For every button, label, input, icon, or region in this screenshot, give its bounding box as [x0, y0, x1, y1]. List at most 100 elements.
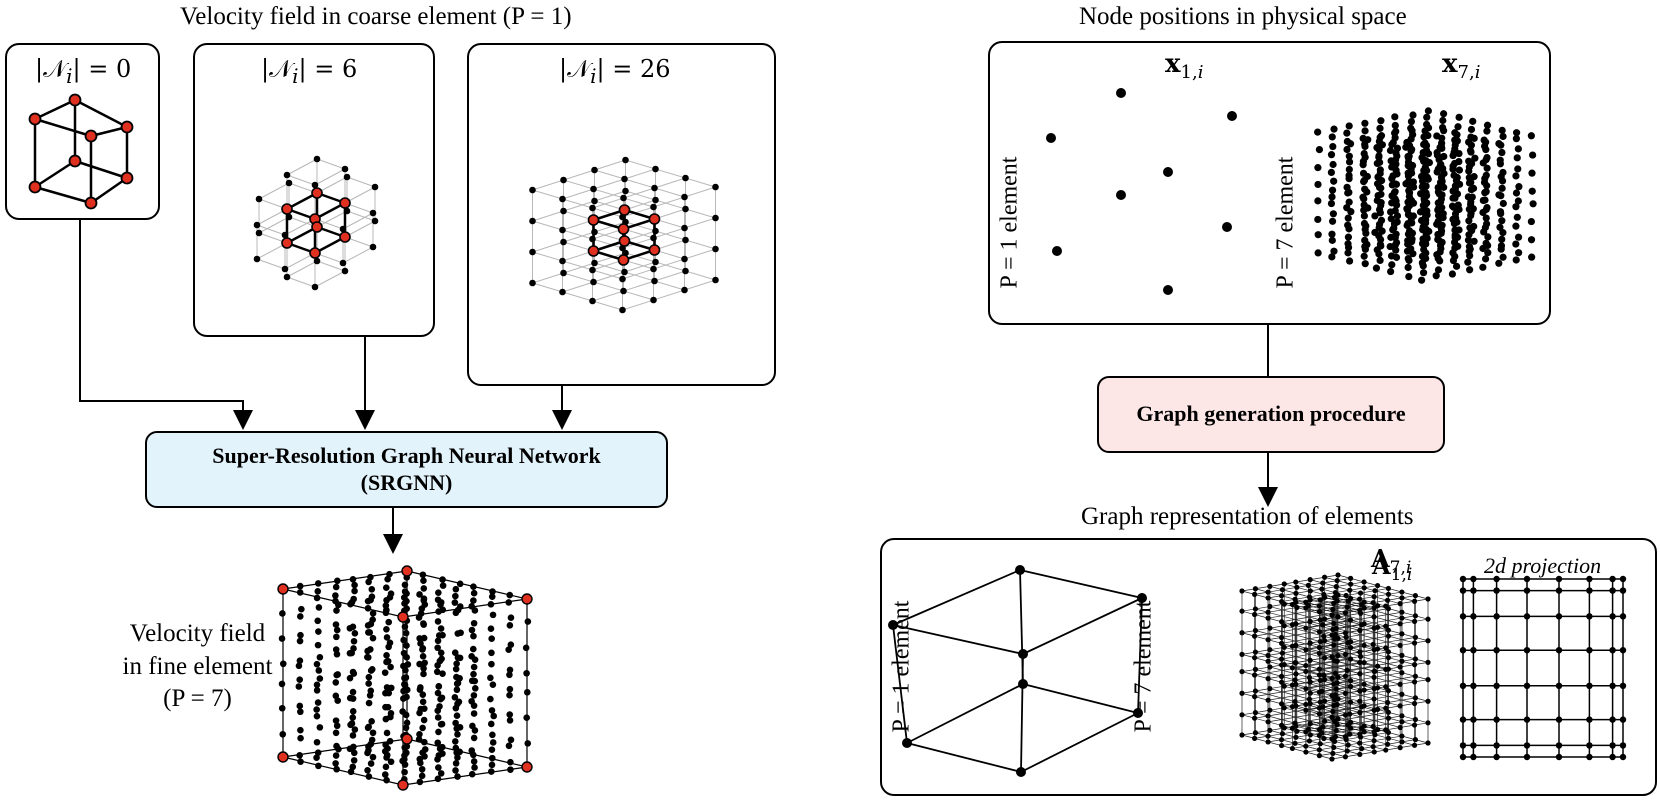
- p7-node: [1455, 166, 1464, 174]
- p7-node: [1407, 135, 1415, 143]
- p7-node: [1484, 241, 1492, 250]
- fine-node: [367, 573, 374, 581]
- fine-node: [351, 630, 359, 637]
- graph-node: [1357, 653, 1364, 660]
- graph-edge: [1269, 688, 1360, 713]
- graph-node: [1252, 586, 1259, 592]
- fine-node: [470, 632, 477, 640]
- graph-node: [1348, 678, 1354, 684]
- graph-node: [1384, 741, 1391, 747]
- projection-node: [1493, 716, 1500, 723]
- graph-node: [1265, 637, 1271, 643]
- p7-node: [1418, 177, 1427, 185]
- graph-node: [1289, 745, 1295, 752]
- projection-node: [1470, 575, 1477, 583]
- center-node: [281, 237, 293, 249]
- p7-node: [1512, 256, 1520, 264]
- p7-node: [1344, 233, 1353, 241]
- fine-node: [381, 669, 389, 676]
- grid-line: [562, 261, 656, 293]
- neighbor-node: [281, 265, 289, 273]
- neighbors-26-panel: |𝒩i| = 26: [467, 43, 776, 386]
- neighbor-node: [681, 286, 688, 294]
- fine-node: [367, 620, 375, 628]
- projection-node: [1459, 647, 1467, 654]
- fine-node: [335, 745, 342, 753]
- projection-node: [1470, 742, 1477, 749]
- fine-node: [387, 663, 394, 671]
- graph-node: [1335, 592, 1341, 598]
- p7-node: [1466, 266, 1474, 274]
- grid-line: [314, 168, 346, 186]
- fine-node: [313, 660, 321, 668]
- fine-node: [468, 626, 476, 634]
- fine-node: [401, 756, 408, 763]
- graph-node: [1411, 662, 1418, 668]
- grid-line: [286, 158, 318, 176]
- p7-node: [1439, 164, 1447, 173]
- grid-line: [316, 260, 346, 272]
- graph-node: [1385, 655, 1392, 661]
- neighbor-node: [590, 278, 597, 286]
- graph-node: [1383, 705, 1389, 711]
- projection-node: [1470, 682, 1477, 689]
- fine-node: [351, 726, 359, 733]
- fine-node: [471, 727, 479, 734]
- graph-node: [1411, 640, 1418, 646]
- projection-node: [1555, 575, 1563, 583]
- graph-node: [1330, 709, 1336, 715]
- fine-node: [455, 698, 463, 706]
- fine-node: [456, 654, 464, 662]
- fine-node: [332, 583, 340, 591]
- graph-node: [1399, 733, 1405, 739]
- fine-node: [297, 631, 304, 639]
- fine-corner-node: [277, 583, 289, 595]
- graph-node: [1370, 641, 1376, 648]
- fine-node: [421, 753, 428, 760]
- graph-node: [1330, 606, 1336, 612]
- graph-node: [1279, 701, 1285, 707]
- fine-node: [419, 724, 426, 732]
- p7-node: [1345, 257, 1354, 265]
- projection-node: [1609, 753, 1616, 761]
- p7-node: [1481, 223, 1489, 232]
- grid-line: [622, 186, 716, 218]
- graph-node: [1265, 652, 1271, 659]
- coarse-velocity-title: Velocity field in coarse element (P = 1): [180, 3, 572, 30]
- graph-node: [1399, 658, 1405, 664]
- grid-line: [592, 177, 686, 209]
- fine-node: [488, 660, 495, 668]
- fine-corner-node: [397, 779, 409, 791]
- fine-node: [332, 717, 340, 724]
- graph-node: [1342, 673, 1349, 679]
- neighbor-node: [313, 155, 321, 163]
- neighbor-node: [650, 296, 657, 304]
- graph-node: [1372, 668, 1378, 674]
- fine-node: [313, 754, 320, 761]
- p7-node: [1514, 233, 1523, 241]
- p7-node: [1361, 142, 1369, 151]
- fine-node: [439, 582, 447, 589]
- p7-node: [1328, 253, 1336, 261]
- fine-node: [403, 749, 410, 757]
- graph-node: [1329, 756, 1335, 762]
- fine-node: [438, 720, 446, 728]
- fine-node: [420, 585, 428, 592]
- graph-node: [1281, 601, 1287, 607]
- p7-node: [1467, 141, 1475, 149]
- fine-node: [296, 752, 303, 759]
- p7-node: [1482, 138, 1490, 146]
- graph-node: [1239, 712, 1245, 718]
- fine-node: [351, 587, 358, 595]
- fine-node: [279, 730, 287, 738]
- p7-node: [1438, 144, 1446, 152]
- projection-node: [1586, 587, 1593, 594]
- fine-node: [402, 674, 410, 681]
- fine-node: [384, 745, 391, 752]
- p7-node: [1392, 197, 1400, 205]
- graph-node: [1335, 653, 1341, 659]
- fine-node: [383, 634, 391, 641]
- graph-node: [1357, 590, 1364, 596]
- fine-node: [453, 680, 461, 688]
- graph-node: [1342, 754, 1349, 760]
